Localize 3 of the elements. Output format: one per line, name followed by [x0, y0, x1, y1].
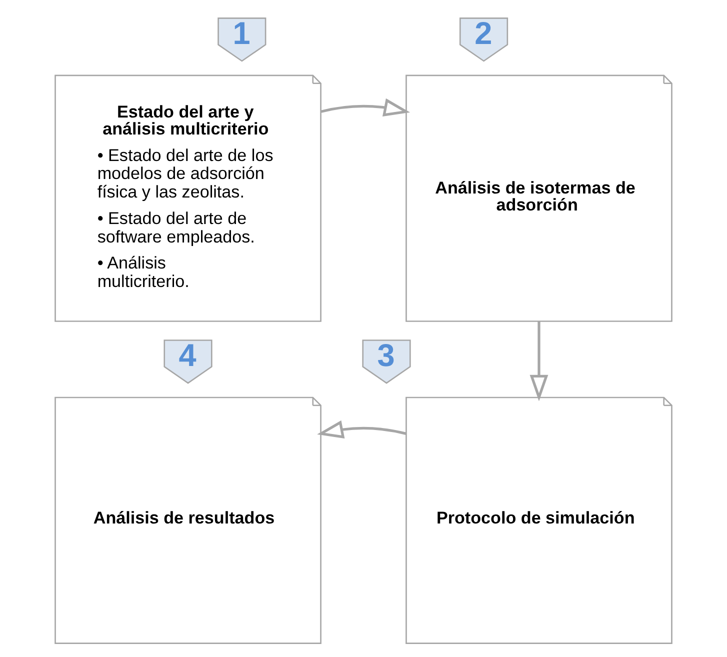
- arrow: [320, 98, 410, 116]
- arrow: [317, 420, 406, 438]
- arrow: [530, 321, 548, 402]
